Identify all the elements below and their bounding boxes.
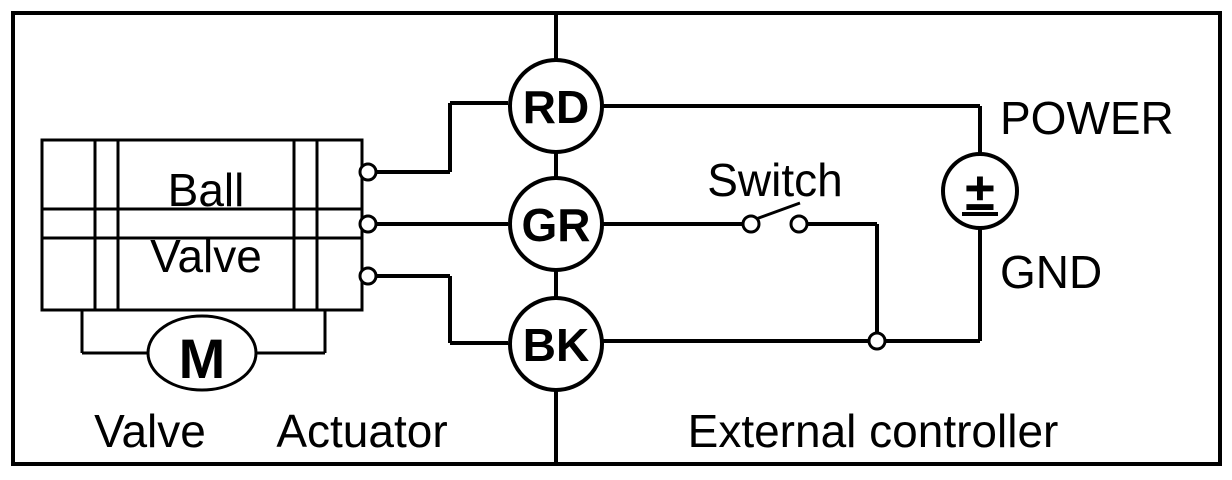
caption-actuator: Actuator bbox=[276, 405, 447, 457]
actuator-wires bbox=[376, 101, 508, 345]
terminal-rd-label: RD bbox=[523, 81, 589, 133]
power-source bbox=[941, 152, 1019, 230]
switch-symbol bbox=[755, 201, 801, 221]
power-label: POWER bbox=[1000, 92, 1174, 144]
switch-label: Switch bbox=[707, 154, 842, 206]
valve-label: Valve bbox=[150, 230, 262, 282]
motor-wiring bbox=[80, 310, 327, 355]
actuator-terminal-2 bbox=[358, 214, 378, 234]
junction-node bbox=[867, 331, 887, 351]
actuator-terminal-3 bbox=[358, 266, 378, 286]
outer-frame bbox=[11, 11, 1222, 466]
terminal-bk-label: BK bbox=[523, 319, 589, 371]
valve-body bbox=[40, 138, 364, 312]
controller-wires bbox=[602, 104, 982, 343]
external-controller-caption: External controller bbox=[688, 405, 1059, 457]
gnd-label: GND bbox=[1000, 246, 1102, 298]
terminal-gr-label: GR bbox=[522, 199, 591, 251]
terminal-bk bbox=[508, 296, 604, 392]
switch-contact-b bbox=[789, 214, 809, 234]
switch-contact-a bbox=[741, 214, 761, 234]
motor-label: M bbox=[179, 327, 226, 390]
actuator-terminal-1 bbox=[358, 162, 378, 182]
caption-valve: Valve bbox=[94, 405, 206, 457]
motor-symbol bbox=[146, 314, 258, 392]
ball-label: Ball bbox=[168, 164, 245, 216]
